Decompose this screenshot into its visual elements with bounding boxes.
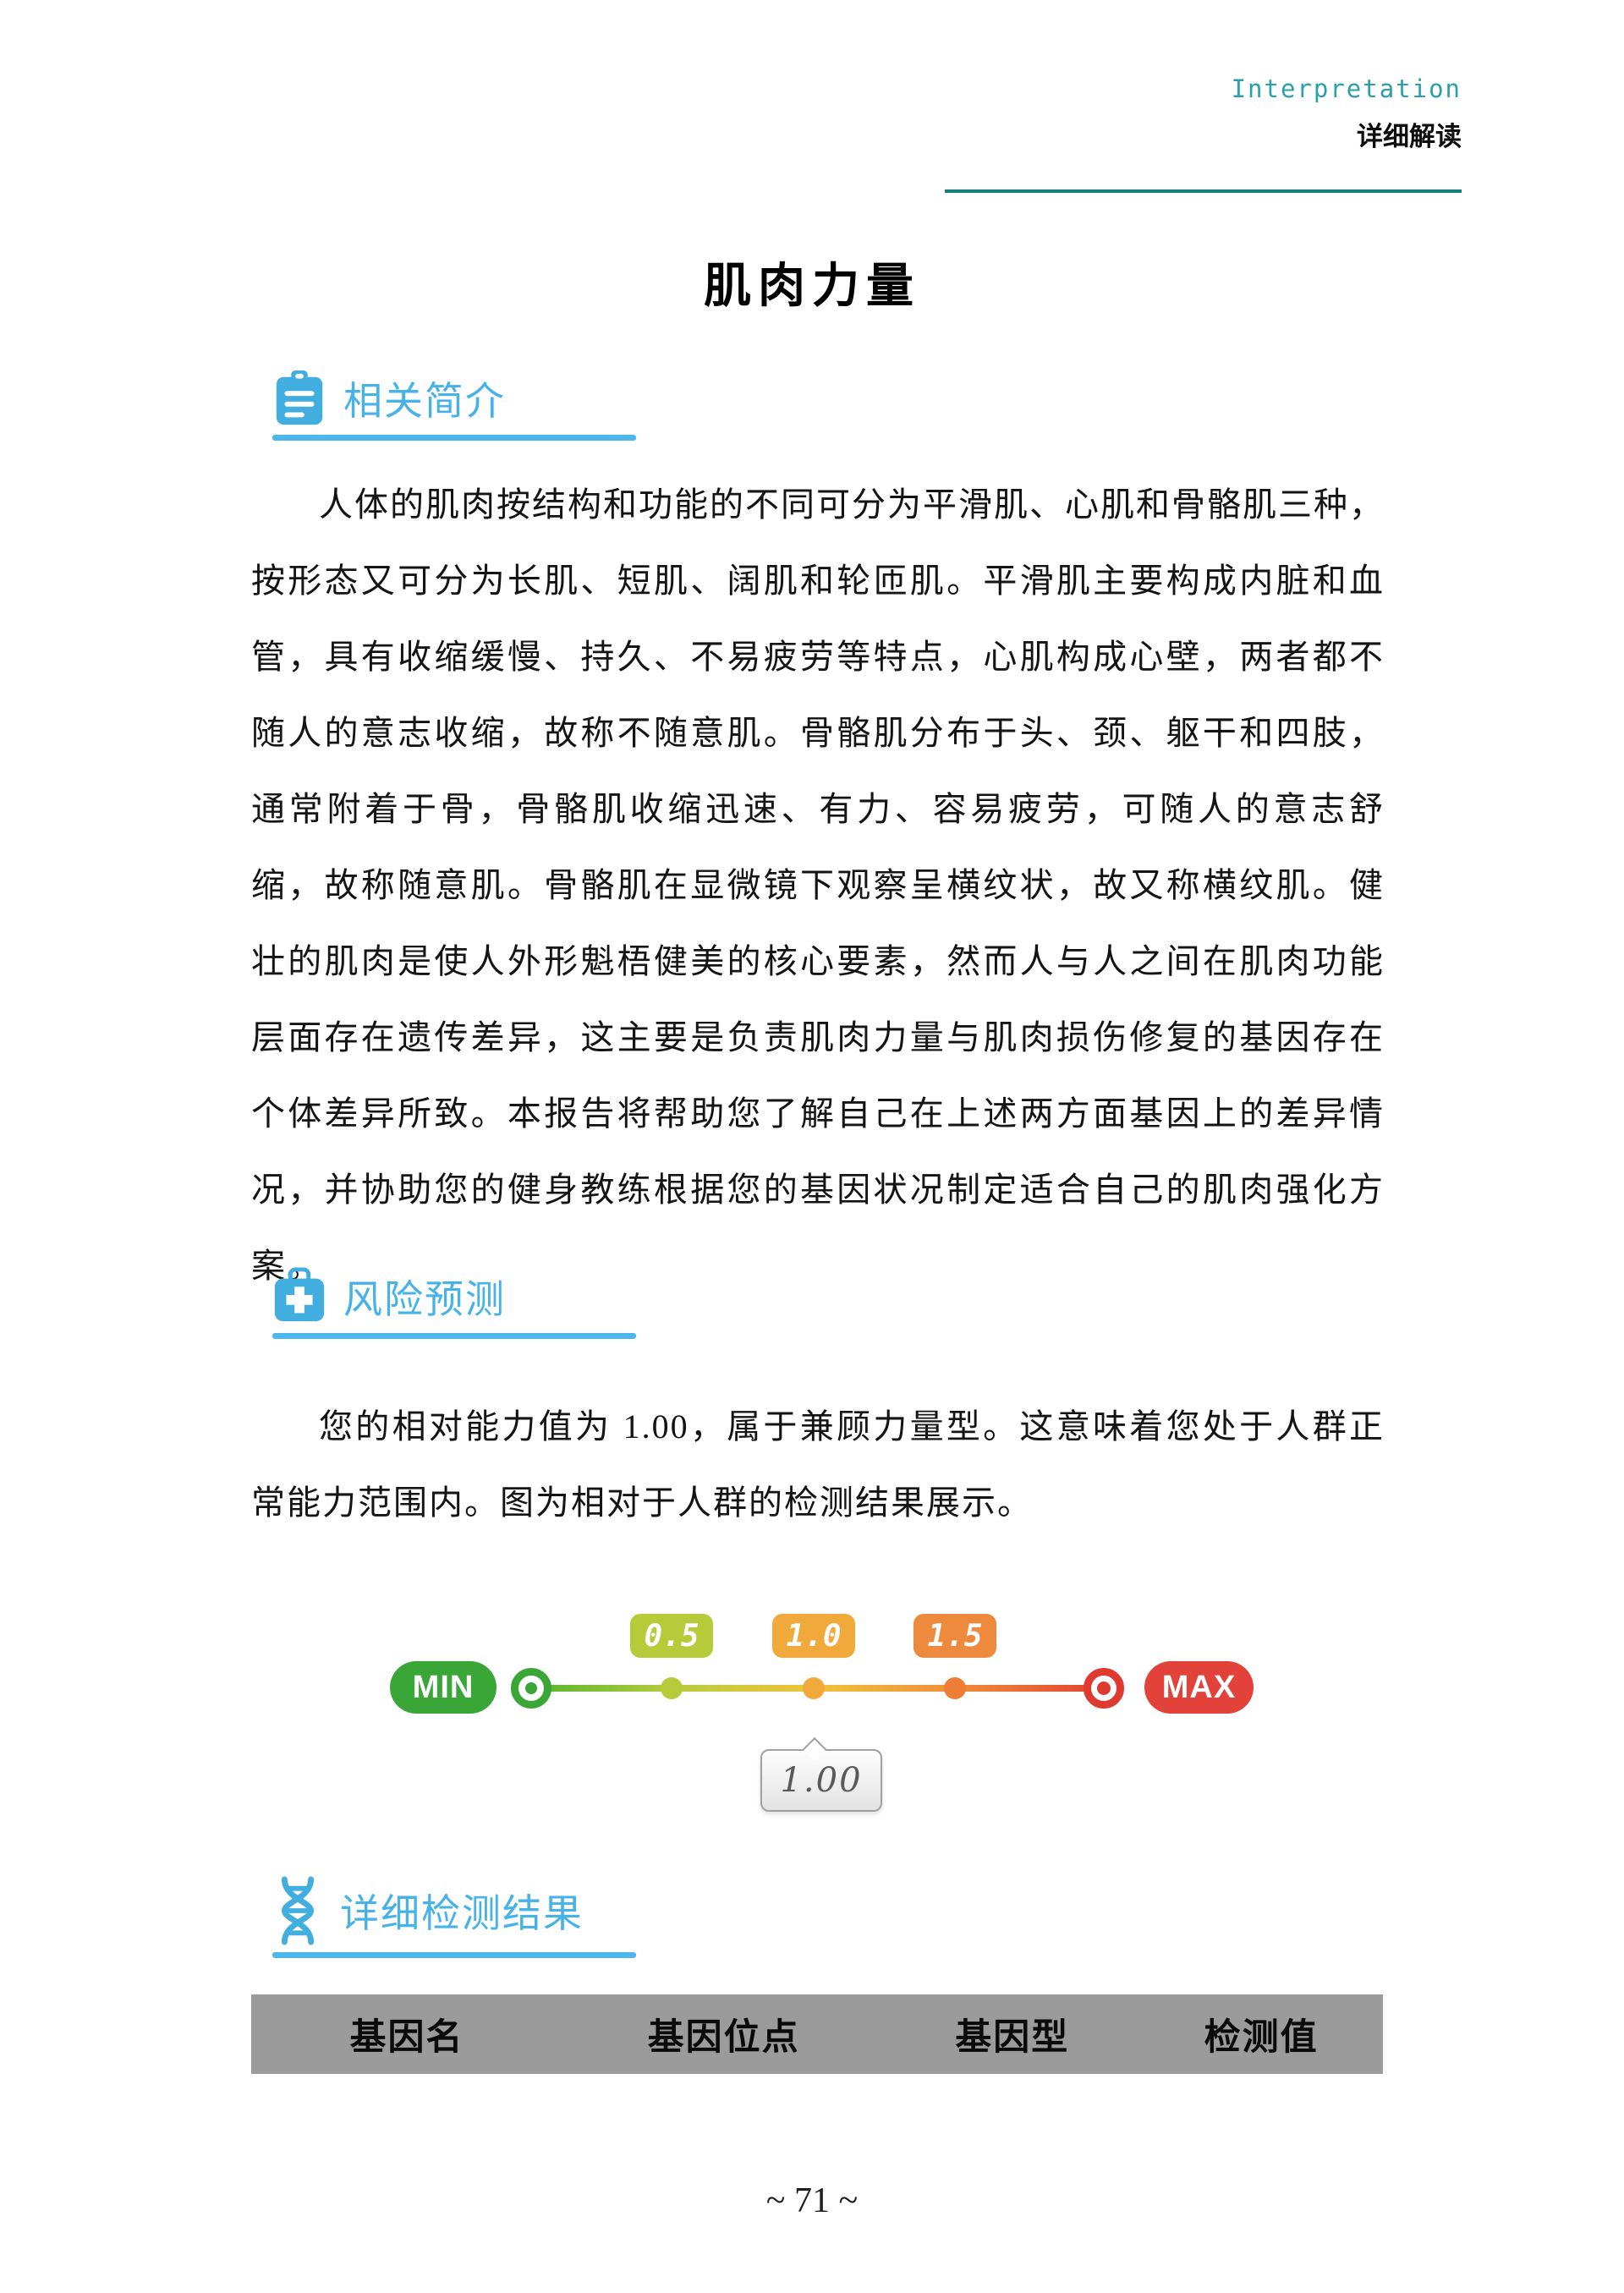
section-risk-header: 风险预测 [272, 1267, 636, 1339]
gauge-max-ring [1084, 1668, 1124, 1709]
col-header-gene-name: 基因名 [349, 2017, 464, 2058]
results-table-header: 基因名 基因位点 基因型 检测值 [251, 1994, 1383, 2074]
gauge-max-ring-dot [1097, 1681, 1111, 1695]
section-intro-header: 相关简介 [272, 369, 636, 441]
section-risk-underline [272, 1333, 636, 1339]
gauge-dot-0-5 [661, 1677, 683, 1699]
header-chinese-label: 详细解读 [1357, 122, 1462, 151]
section-results-underline [272, 1952, 636, 1958]
gauge-badge-0-5-label: 0.5 [644, 1618, 700, 1654]
section-risk-title: 风险预测 [343, 1277, 506, 1321]
gauge-max-label: MAX [1161, 1669, 1237, 1705]
intro-paragraph: 人体的肌肉按结构和功能的不同可分为平滑肌、心肌和骨骼肌三种，按形态又可分为长肌、… [251, 485, 1385, 1285]
section-intro-title: 相关简介 [343, 379, 506, 423]
tooltip-arrow [802, 1736, 827, 1762]
page-number: ~ 71 ~ [765, 2181, 859, 2220]
gauge-value-tooltip: 1.00 [760, 1736, 882, 1812]
risk-paragraph: 您的相对能力值为 1.00，属于兼顾力量型。这意味着您处于人群正常能力范围内。图… [251, 1407, 1385, 1522]
gauge-badge-1-0: 1.0 [772, 1614, 855, 1658]
col-header-gene-locus: 基因位点 [647, 2017, 800, 2058]
gauge-value-label: 1.00 [780, 1761, 863, 1800]
col-header-genotype: 基因型 [955, 2017, 1070, 2058]
gauge-dot-1-5 [944, 1677, 966, 1699]
gauge-badge-0-5: 0.5 [630, 1614, 713, 1658]
section-results-row: 详细检测结果 [272, 1876, 636, 1945]
header-divider [945, 189, 1462, 193]
gauge-badge-1-5: 1.5 [914, 1614, 996, 1658]
notepad-icon [276, 370, 323, 425]
gauge-min-ring [511, 1668, 551, 1709]
gauge-max-pill: MAX [1144, 1661, 1254, 1714]
first-aid-icon [274, 1267, 325, 1322]
section-results-title: 详细检测结果 [340, 1891, 584, 1935]
section-intro-row: 相关简介 [272, 369, 636, 428]
section-intro-underline [272, 435, 636, 441]
section-risk-row: 风险预测 [272, 1267, 636, 1326]
gauge-dot-1-0 [803, 1677, 825, 1699]
section-results-header: 详细检测结果 [272, 1876, 636, 1958]
ability-gauge: 0.5 1.0 1.5 MIN MAX 1.00 [251, 1590, 1385, 1835]
page-header: Interpretation 详细解读 [1232, 74, 1462, 153]
header-english-label: Interpretation [1231, 74, 1462, 103]
col-header-detected-value: 检测值 [1204, 2017, 1319, 2058]
gauge-badge-1-5-label: 1.5 [927, 1618, 983, 1654]
gauge-min-ring-dot [525, 1682, 537, 1694]
gauge-min-pill: MIN [390, 1661, 497, 1714]
gauge-min-label: MIN [412, 1669, 475, 1705]
page-title: 肌肉力量 [704, 259, 920, 312]
dna-icon [281, 1876, 315, 1945]
gauge-badge-1-0-label: 1.0 [786, 1618, 842, 1654]
